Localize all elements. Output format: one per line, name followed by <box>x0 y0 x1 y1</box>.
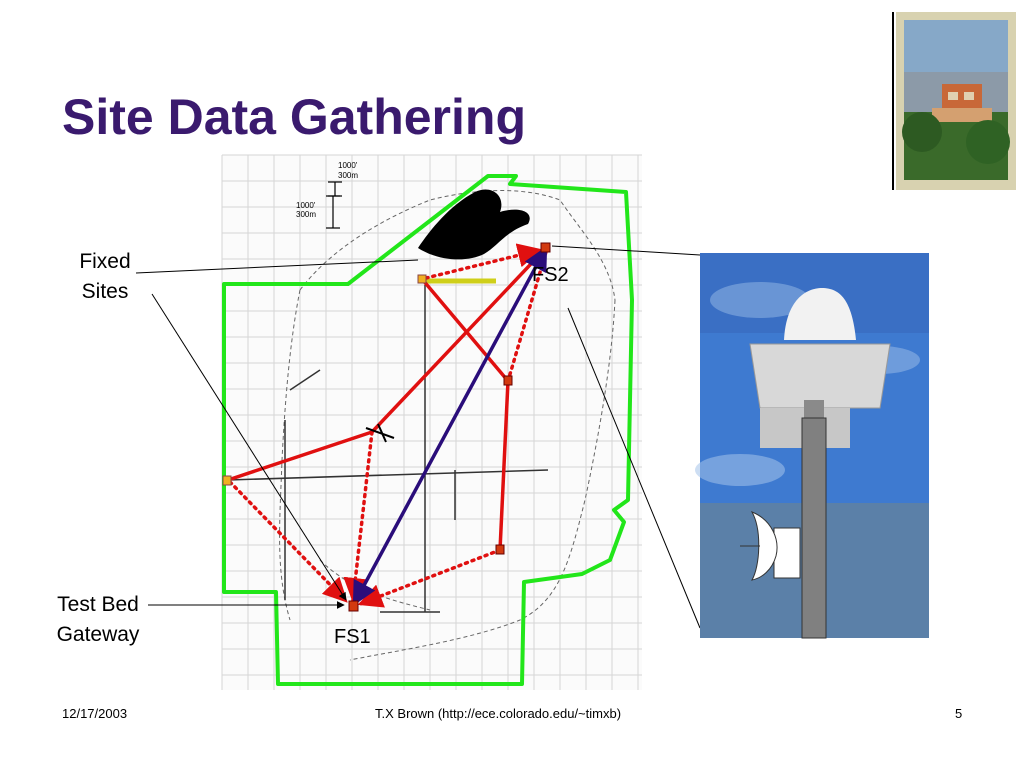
fixed-sites-label-line1: Fixed <box>79 250 131 273</box>
footer-date: 12/17/2003 <box>62 706 128 721</box>
scale-bar-left <box>326 195 340 229</box>
lake <box>418 189 530 260</box>
campus-photo-logo <box>892 12 1016 190</box>
page-number: 5 <box>955 706 963 721</box>
gateway-label-line2: Gateway <box>56 623 140 646</box>
gateway-label-line1: Test Bed <box>57 593 139 616</box>
site-node-upper <box>417 274 427 284</box>
fs1-label: FS1 <box>334 626 371 648</box>
slide-title: Site Data Gathering <box>62 89 526 145</box>
campus-boundary <box>222 174 634 686</box>
fs1-node <box>348 600 359 612</box>
fixed-sites-label-line2: Sites <box>81 280 129 303</box>
fs2-label: FS2 <box>532 264 569 286</box>
scale-label-top-1: 1000' <box>338 161 358 170</box>
relay-node-marker <box>365 423 395 443</box>
callout-lines <box>135 245 701 629</box>
site-node-mid <box>503 375 513 386</box>
fixed-sites-callout: Fixed Sites <box>70 247 140 307</box>
scale-label-left-2: 300m <box>296 210 316 219</box>
fs2-node <box>540 242 551 253</box>
terrain-contours <box>279 190 616 661</box>
site-node-low <box>495 544 505 555</box>
gateway-callout: Test Bed Gateway <box>44 590 152 650</box>
fixed-site-photo <box>695 253 929 639</box>
footer-author: T.X Brown (http://ece.colorado.edu/~timx… <box>375 706 622 721</box>
site-node-left <box>222 475 232 486</box>
scale-label-left-1: 1000' <box>296 201 316 210</box>
backbone-link <box>352 245 548 607</box>
scale-label-top-2: 300m <box>338 171 358 180</box>
